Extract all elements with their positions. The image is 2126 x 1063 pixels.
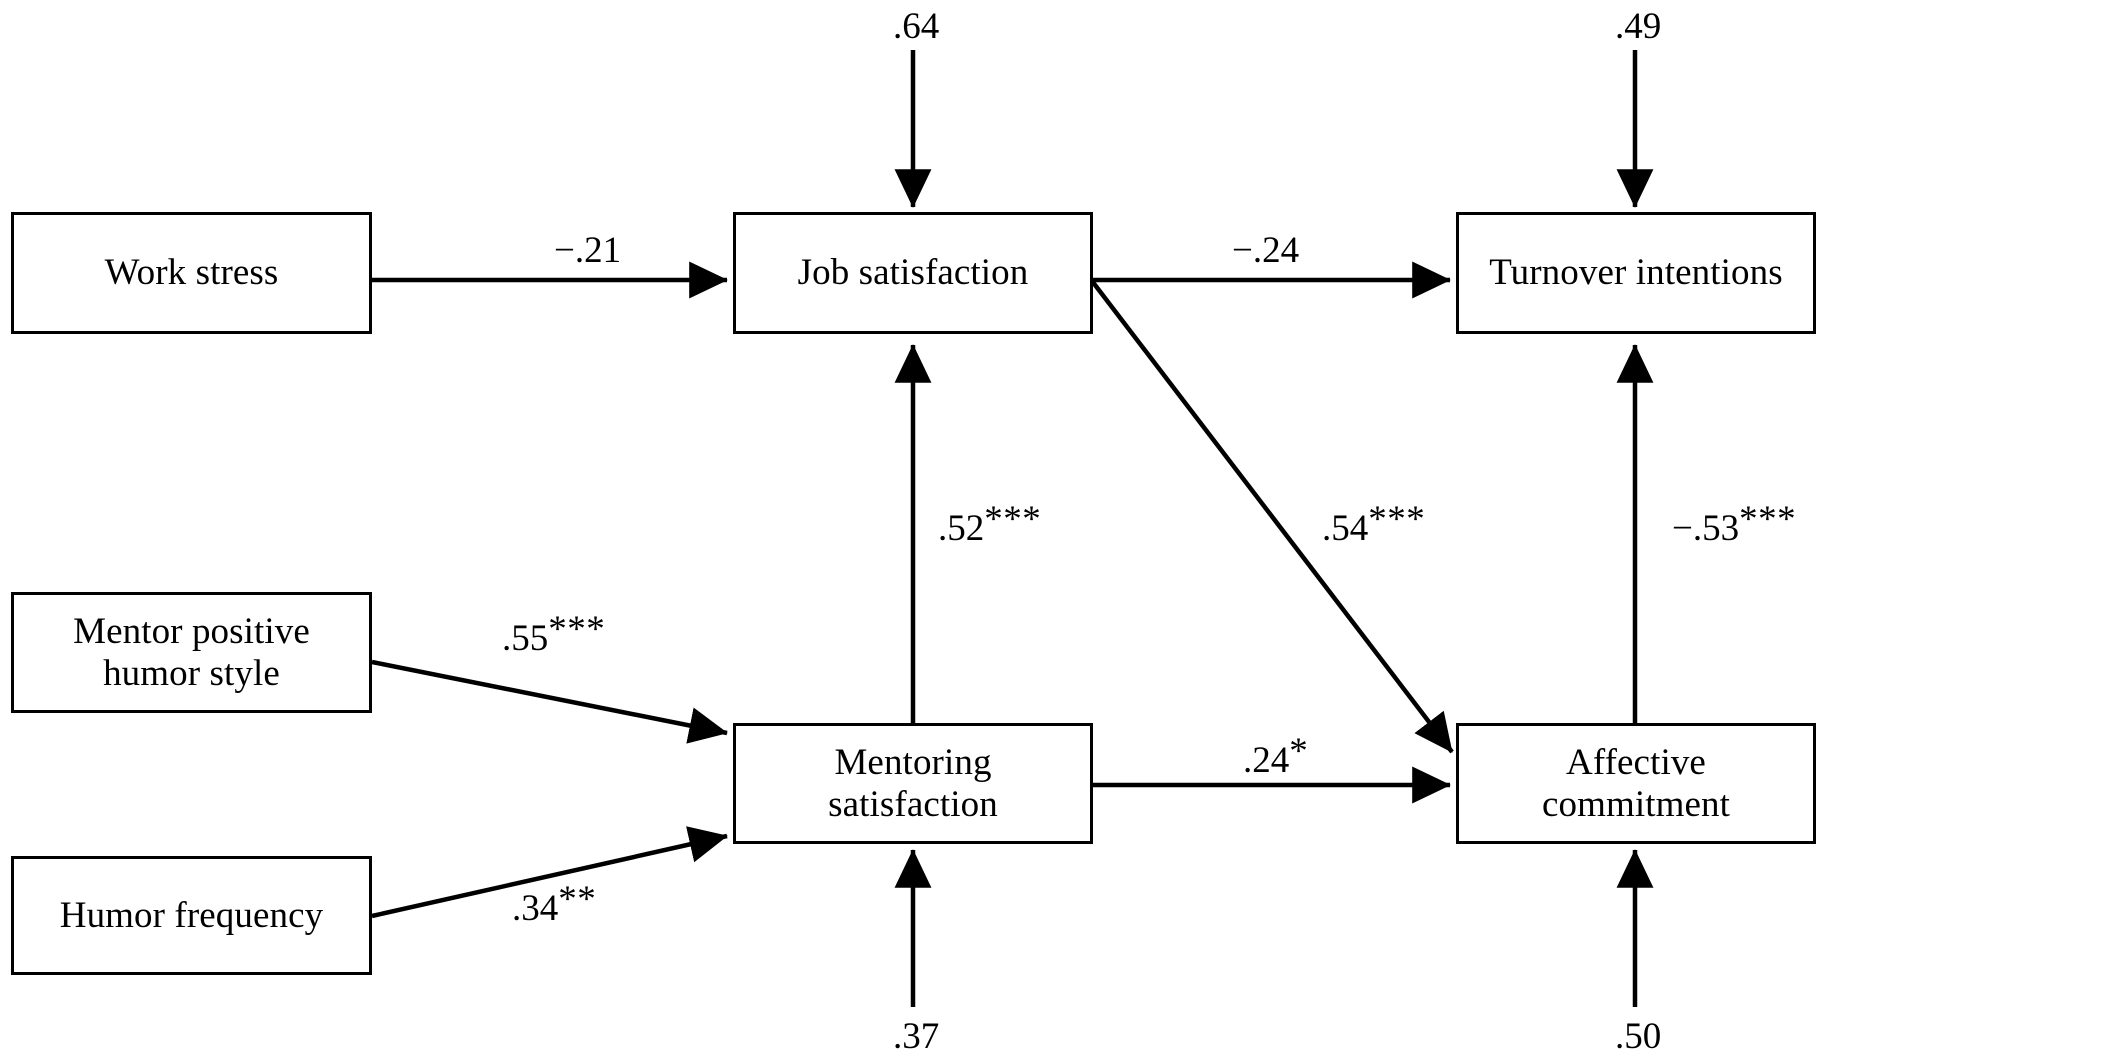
disturbance-label-affective-commitment: .50 — [1615, 1016, 1662, 1057]
path-coefficient: .55 — [502, 618, 549, 659]
path-significance: *** — [984, 499, 1042, 540]
disturbance-label-mentoring-satisfaction: .37 — [893, 1016, 940, 1057]
path-significance: *** — [1739, 499, 1797, 540]
node-turnover-intentions[interactable]: Turnover intentions — [1456, 212, 1816, 334]
edge-humor-frequency-to-mentoring-satisfaction — [371, 826, 728, 919]
node-turnover-intentions-label: Turnover intentions — [1489, 252, 1783, 294]
path-coefficient: .24 — [1243, 740, 1290, 781]
disturbance-label-job-satisfaction: .64 — [893, 6, 940, 47]
node-mentor-positive-humor-style[interactable]: Mentor positive humor style — [11, 592, 372, 713]
node-mentoring-satisfaction-label: Mentoring satisfaction — [828, 742, 998, 825]
path-coefficient: .34 — [512, 888, 559, 929]
path-label-work-stress-to-job-satisfaction: −.21 — [554, 232, 621, 269]
path-significance: *** — [1368, 499, 1426, 540]
path-label-mentoring-satisfaction-to-job-satisfaction: .52*** — [938, 501, 1041, 549]
node-humor-frequency[interactable]: Humor frequency — [11, 856, 372, 975]
node-job-satisfaction[interactable]: Job satisfaction — [733, 212, 1093, 334]
path-label-mentor-positive-humor-style-to-mentoring-satisfaction: .55*** — [502, 611, 605, 659]
node-mentor-positive-humor-style-label: Mentor positive humor style — [73, 611, 310, 694]
path-coefficient: −.21 — [554, 230, 622, 271]
path-coefficient: .52 — [938, 508, 985, 549]
disturbance-label-turnover-intentions: .49 — [1615, 6, 1662, 47]
node-affective-commitment[interactable]: Affective commitment — [1456, 723, 1816, 844]
node-affective-commitment-label: Affective commitment — [1541, 742, 1731, 825]
node-work-stress[interactable]: Work stress — [11, 212, 372, 334]
path-coefficient: −.53 — [1672, 508, 1740, 549]
path-significance: *** — [548, 609, 606, 650]
node-job-satisfaction-label: Job satisfaction — [797, 252, 1029, 294]
path-significance: ** — [558, 879, 597, 920]
path-significance: * — [1289, 731, 1309, 772]
node-work-stress-label: Work stress — [104, 252, 279, 294]
path-label-job-satisfaction-to-turnover-intentions: −.24 — [1232, 232, 1299, 269]
path-label-humor-frequency-to-mentoring-satisfaction: .34** — [512, 881, 596, 929]
node-humor-frequency-label: Humor frequency — [59, 894, 324, 936]
path-coefficient: .54 — [1322, 508, 1369, 549]
edge-job-satisfaction-to-affective-commitment — [1090, 279, 1454, 754]
path-label-job-satisfaction-to-affective-commitment: .54*** — [1322, 501, 1425, 549]
path-coefficient: −.24 — [1232, 230, 1300, 271]
path-label-mentoring-satisfaction-to-affective-commitment: .24* — [1243, 733, 1308, 781]
path-label-affective-commitment-to-turnover-intentions: −.53*** — [1672, 501, 1796, 549]
edge-mentor-positive-humor-style-to-mentoring-satisfaction — [371, 659, 728, 744]
node-mentoring-satisfaction[interactable]: Mentoring satisfaction — [733, 723, 1093, 844]
